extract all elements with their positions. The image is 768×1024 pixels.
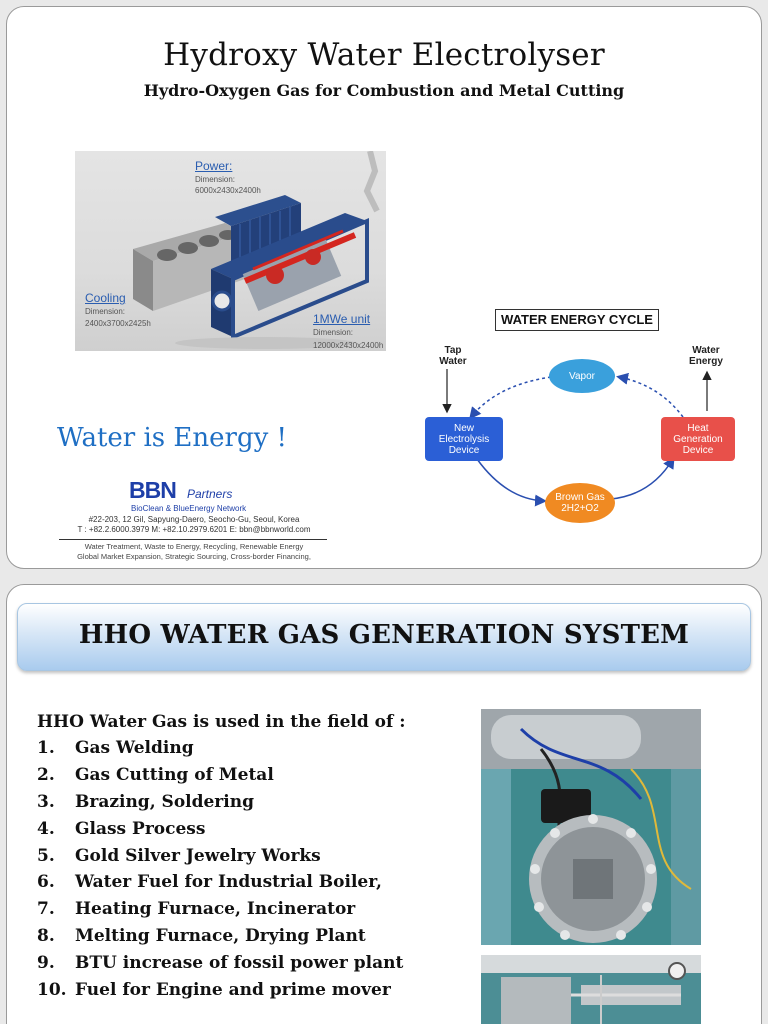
heat-generation-device-node: Heat Generation Device (661, 417, 735, 461)
equipment-illustration (133, 151, 380, 349)
address-line-1: #22-203, 12 Gil, Sapyung-Daero, Seocho-G… (88, 515, 300, 524)
title-banner: HHO WATER GAS GENERATION SYSTEM (17, 603, 751, 671)
brown-gas-node: Brown Gas 2H2+O2 (545, 483, 615, 523)
power-label: Power: (195, 159, 233, 173)
slide-hydroxy-electrolyser: Hydroxy Water Electrolyser Hydro-Oxygen … (6, 6, 762, 569)
power-dimension: 6000x2430x2400h (195, 186, 261, 195)
cycle-title: WATER ENERGY CYCLE (495, 309, 659, 331)
unit-label: 1MWe unit (313, 312, 371, 326)
slide-hho-system: HHO WATER GAS GENERATION SYSTEM HHO Wate… (6, 584, 762, 1024)
slide-subtitle: Hydro-Oxygen Gas for Combustion and Meta… (143, 81, 625, 100)
list-item: 3. Brazing, Soldering (37, 792, 403, 819)
list-item: 4. Glass Process (37, 819, 403, 846)
water-energy-label: Water Energy (689, 345, 723, 367)
item-text: Gold Silver Jewelry Works (75, 845, 321, 866)
electrolysis-device-node: New Electrolysis Device (425, 417, 503, 461)
unit-dimension-label: Dimension: (313, 328, 354, 337)
list-item: 1. Gas Welding (37, 738, 403, 765)
electrolyser-photo-art (481, 709, 701, 945)
system-photo-art (481, 955, 701, 1024)
item-number: 1. (37, 738, 55, 758)
slogan-text: Water is Energy ! (57, 423, 288, 453)
item-number: 4. (37, 818, 55, 839)
list-item: 10. Fuel for Engine and prime mover (37, 980, 403, 1007)
item-text: Brazing, Soldering (75, 791, 254, 812)
item-number: 9. (37, 953, 55, 974)
tagline-2: Global Market Expansion, Strategic Sourc… (77, 552, 311, 561)
logo-brand: BBN (129, 477, 177, 503)
item-text: Gas Cutting of Metal (75, 764, 274, 785)
item-text: Gas Welding (75, 738, 194, 758)
item-text: Melting Furnace, Drying Plant (75, 926, 366, 947)
item-number: 5. (37, 845, 55, 866)
bbn-partners-logo: BBN Partners BioClean & BlueEnergy Netwo… (129, 477, 259, 517)
item-number: 8. (37, 926, 55, 947)
item-number: 7. (37, 899, 55, 920)
tagline-1: Water Treatment, Waste to Energy, Recycl… (84, 542, 304, 551)
cooling-dimension: 2400x3700x2425h (85, 319, 151, 328)
slide-title: HHO WATER GAS GENERATION SYSTEM (78, 620, 690, 650)
item-number: 10. (37, 980, 67, 1001)
item-text: Water Fuel for Industrial Boiler, (75, 872, 382, 893)
logo-network: BioClean & BlueEnergy Network (131, 504, 247, 513)
list-item: 6. Water Fuel for Industrial Boiler, (37, 872, 403, 899)
intro-text: HHO Water Gas is used in the field of : (37, 712, 406, 732)
water-energy-cycle-diagram: WATER ENERGY CYCLE Tap Water Water Energ… (411, 307, 751, 537)
cycle-arrows (442, 369, 712, 507)
cooling-dimension-label: Dimension: (85, 307, 126, 316)
logo-suffix: Partners (187, 487, 233, 501)
divider (59, 539, 327, 540)
power-dimension-label: Dimension: (195, 175, 236, 184)
cooling-label: Cooling (85, 291, 126, 305)
electrolyser-photo (481, 709, 701, 945)
slide-title: Hydroxy Water Electrolyser (163, 37, 605, 73)
unit-dimension: 12000x2430x2400h (313, 341, 384, 350)
item-number: 3. (37, 791, 55, 812)
item-text: Fuel for Engine and prime mover (75, 980, 391, 1001)
list-item: 9. BTU increase of fossil power plant (37, 953, 403, 980)
tap-water-label: Tap Water (439, 345, 467, 367)
item-text: Heating Furnace, Incinerator (75, 899, 356, 920)
list-item: 8. Melting Furnace, Drying Plant (37, 926, 403, 953)
vapor-node: Vapor (549, 359, 615, 393)
item-number: 2. (37, 764, 55, 785)
list-item: 2. Gas Cutting of Metal (37, 765, 403, 792)
item-number: 6. (37, 872, 55, 893)
item-text: BTU increase of fossil power plant (75, 953, 404, 974)
list-item: 5. Gold Silver Jewelry Works (37, 846, 403, 873)
equipment-render-image: Power: Dimension: 6000x2430x2400h Coolin… (75, 151, 386, 351)
system-photo (481, 955, 701, 1024)
uses-list: 1. Gas Welding 2. Gas Cutting of Metal 3. B… (37, 738, 403, 1007)
item-text: Glass Process (75, 818, 206, 839)
address-line-2: T : +82.2.6000.3979 M: +82.10.2979.6201 … (77, 525, 311, 534)
list-item: 7. Heating Furnace, Incinerator (37, 899, 403, 926)
